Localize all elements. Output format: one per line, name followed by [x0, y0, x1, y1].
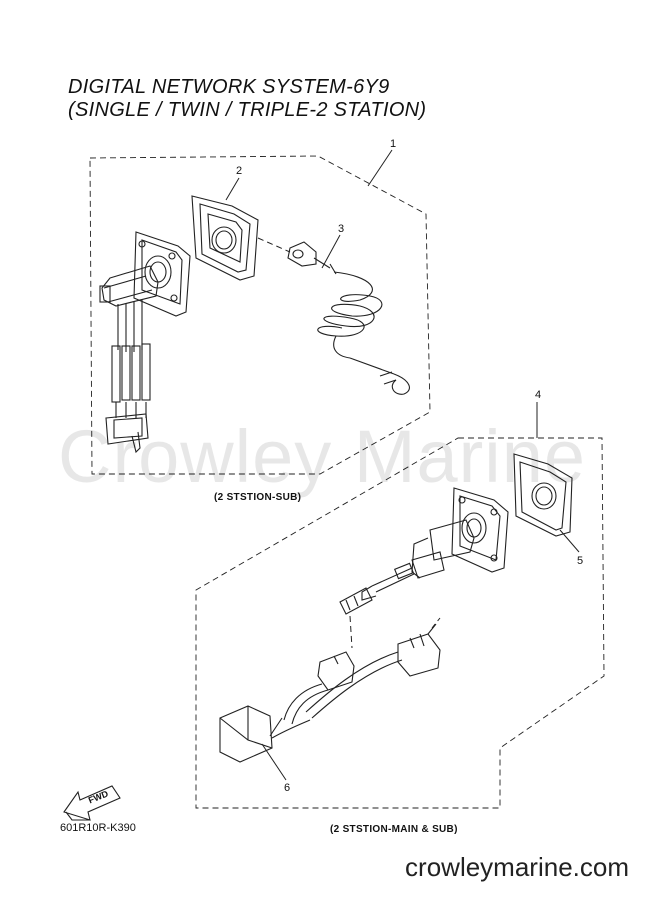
- group-boundary-4: [195, 437, 605, 809]
- diagram-title-line1: DIGITAL NETWORK SYSTEM-6Y9: [68, 76, 390, 98]
- callout-3: 3: [337, 223, 345, 235]
- dash-4-6: [349, 615, 353, 649]
- leader-6: [261, 743, 287, 781]
- caption-2-station-sub: (2 STSTION-SUB): [214, 492, 302, 503]
- fwd-arrow-icon: [63, 785, 121, 821]
- callout-1: 1: [389, 138, 397, 150]
- leader-5: [559, 529, 580, 553]
- diagram-title-line2: (SINGLE / TWIN / TRIPLE-2 STATION): [68, 99, 427, 121]
- dash-2-3: [257, 237, 291, 253]
- site-url[interactable]: crowleymarine.com: [405, 852, 629, 882]
- group-boundary-1: [89, 155, 431, 475]
- part-6-harness: [219, 623, 441, 763]
- part-3-lanyard: [287, 241, 410, 395]
- part-4-switch-assembly: [339, 487, 509, 615]
- callout-4: 4: [534, 389, 542, 401]
- dash-4-6b: [431, 617, 441, 629]
- part-5-gasket: [513, 453, 573, 537]
- watermark: Crowley Marine: [58, 415, 587, 498]
- callout-5: 5: [576, 555, 584, 567]
- leader-2: [225, 177, 240, 201]
- diagram-code: 601R10R-K390: [60, 822, 136, 834]
- leader-1: [367, 149, 393, 187]
- caption-2-station-main-sub: (2 STSTION-MAIN & SUB): [330, 824, 458, 835]
- part-1-switch-assembly: [99, 231, 191, 454]
- part-2-gasket: [191, 195, 259, 281]
- leader-3: [321, 234, 341, 269]
- callout-2: 2: [235, 165, 243, 177]
- callout-6: 6: [283, 782, 291, 794]
